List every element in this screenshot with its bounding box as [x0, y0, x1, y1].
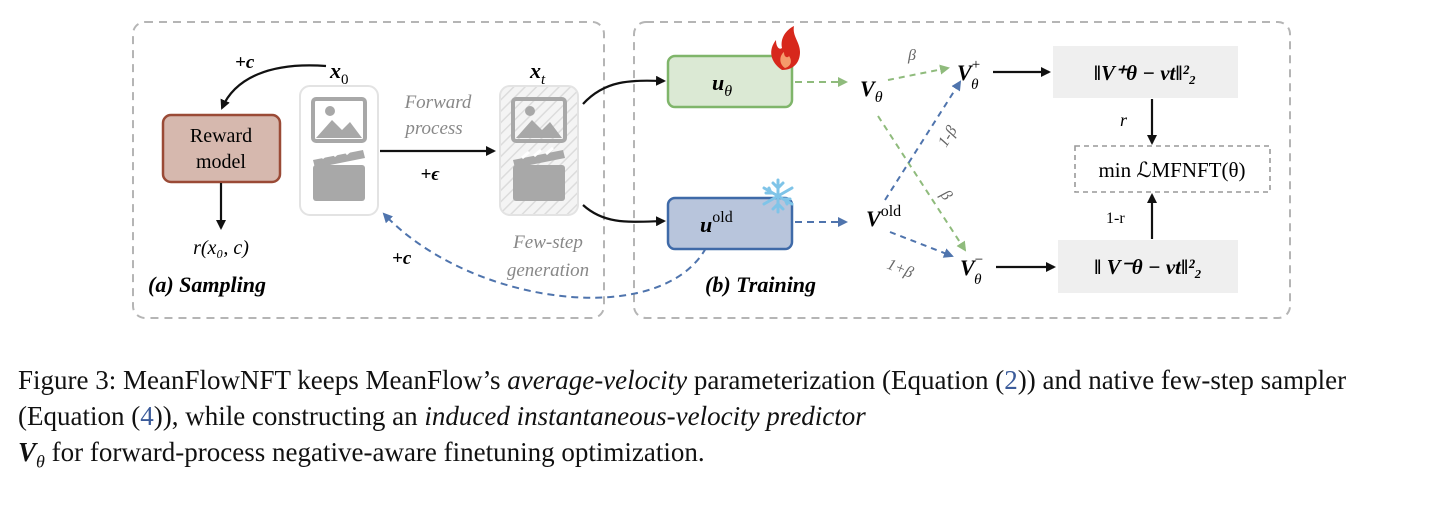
reward-model-box	[161, 113, 282, 184]
plus-c-top: +c	[235, 52, 255, 73]
caption-part-3: )) and native few-step sampler (Equation…	[18, 365, 1347, 431]
objective-text: min ℒMFNFT(θ)	[1098, 158, 1245, 182]
feedback-arrow	[382, 212, 707, 299]
vold-to-vplus-arrow	[884, 80, 962, 201]
caption-symbol: V	[18, 437, 37, 467]
method-figure: Reward model x0 +c r(x₀, c) Forward proc…	[132, 21, 1291, 319]
panel-a-border	[132, 21, 605, 319]
plus-c-bottom: +c	[392, 248, 412, 269]
v-minus-label: V−θ	[960, 252, 983, 288]
vtheta-to-vminus-arrow	[877, 115, 967, 252]
x0-to-reward-arrow	[220, 64, 327, 110]
u-theta-box	[666, 54, 794, 109]
xt-to-uold-arrow	[582, 204, 666, 227]
few-step-line2: generation	[507, 260, 589, 281]
vtheta-to-vplus-arrow	[887, 64, 950, 81]
one-minus-r-label: 1-r	[1106, 210, 1125, 227]
caption-prefix: Figure 3: MeanFlowNFT keeps MeanFlow’s	[18, 365, 508, 395]
caption-emphasis-2: induced instantaneous-velocity predictor	[424, 401, 866, 431]
caption-part-6: for forward-process negative-aware finet…	[44, 437, 705, 467]
loss-minus-box	[1058, 240, 1238, 293]
snowflake-icon	[762, 178, 794, 214]
u-old-box	[666, 196, 794, 251]
objective-box	[1074, 145, 1271, 193]
plus-epsilon: +ϵ	[421, 164, 441, 185]
panel-b-label: (b) Training	[705, 272, 816, 297]
clapperboard-icon	[313, 146, 365, 201]
x0-label: x0	[329, 58, 349, 88]
clapperboard-icon	[513, 146, 565, 201]
reward-output-label: r(x₀, c)	[193, 237, 249, 259]
one-minus-beta-label: 1-β	[935, 123, 961, 150]
few-step-line1: Few-step	[512, 232, 583, 253]
xt-to-utheta-arrow	[582, 75, 666, 105]
v-old-label: Vold	[866, 203, 901, 231]
panel-a-label: (a) Sampling	[148, 272, 266, 297]
one-plus-beta-label: 1+β	[885, 256, 916, 282]
u-old-label: uold	[700, 209, 733, 237]
equation-ref-4[interactable]: 4	[140, 401, 154, 431]
reward-model-line2: model	[196, 151, 246, 173]
reward-model-line1: Reward	[190, 125, 252, 147]
figure-caption: Figure 3: MeanFlowNFT keeps MeanFlow’s a…	[18, 362, 1428, 479]
image-icon	[511, 97, 567, 143]
fire-icon	[771, 26, 800, 70]
caption-emphasis-1: average-velocity	[507, 365, 688, 395]
caption-part-2: parameterization (Equation (	[687, 365, 1005, 395]
u-theta-label: uθ	[712, 70, 732, 100]
v-theta-label: Vθ	[860, 76, 883, 106]
loss-minus-text: ‖ V⁻θ − vt‖²₂	[1094, 255, 1202, 279]
panel-b-border	[633, 21, 1291, 319]
forward-process-line2: process	[403, 118, 462, 139]
caption-part-4: )), while constructing an	[153, 401, 425, 431]
caption-symbol-sub: θ	[36, 451, 45, 472]
vold-to-vminus-arrow	[889, 231, 954, 258]
v-plus-label: V+θ	[957, 57, 980, 93]
xt-label: xt	[529, 58, 546, 88]
forward-process-line1: Forward	[404, 92, 472, 113]
image-icon	[311, 97, 367, 143]
r-weight-label: r	[1120, 110, 1128, 130]
equation-ref-2[interactable]: 2	[1004, 365, 1018, 395]
loss-plus-text: ‖V⁺θ − vt‖²₂	[1094, 61, 1197, 85]
beta-mid-label: β	[936, 186, 955, 204]
beta-top-label: β	[907, 47, 916, 64]
loss-plus-box	[1053, 46, 1238, 98]
